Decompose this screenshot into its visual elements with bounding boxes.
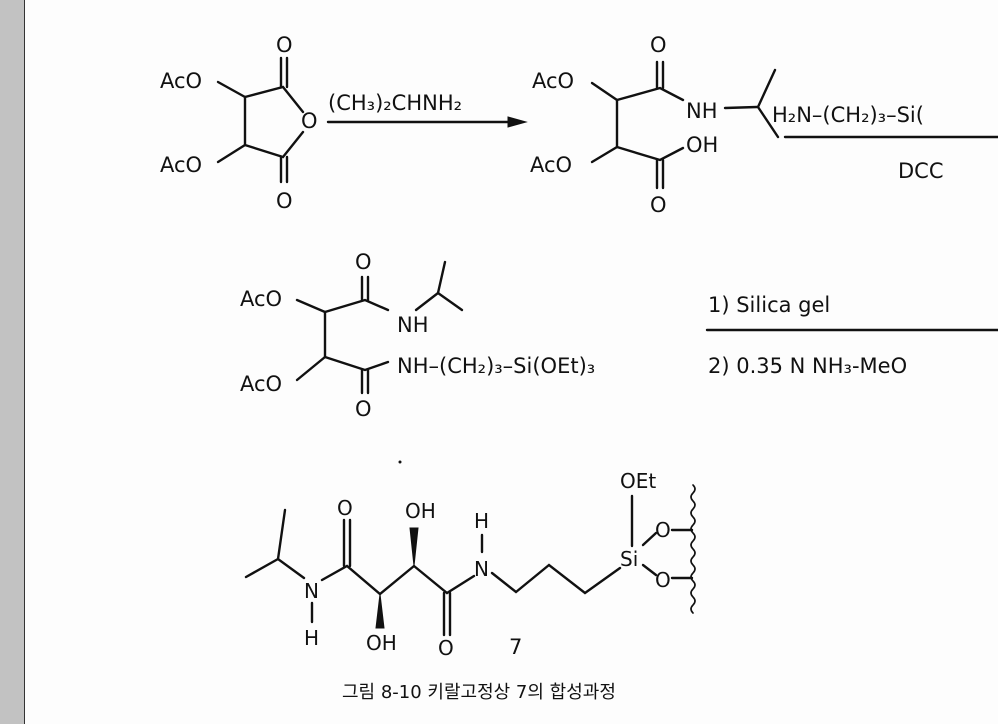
o-si-bottom: O (655, 568, 671, 592)
left-gray-margin (0, 0, 25, 724)
chiral-stationary-phase-structure: N H O OH OH O N H Si OEt O O 7 (244, 469, 696, 660)
oh-top: OH (405, 499, 436, 523)
aco-bottom-label: AcO (240, 372, 282, 396)
oet-label: OEt (620, 469, 656, 493)
monoamide-structure: AcO AcO O NH OH O (530, 33, 780, 217)
oh-bottom: OH (366, 631, 397, 655)
amide-nh-chain: NH–(CH₂)₃–Si(OEt)₃ (397, 354, 595, 378)
o-si-top: O (655, 518, 671, 542)
amide-nh: NH (397, 313, 429, 337)
wedge-bond-bottom (375, 593, 385, 629)
carbonyl-o-bottom: O (438, 636, 454, 660)
figure-caption: 그림 8-10 키랄고정상 7의 합성과정 (342, 682, 616, 703)
condition-ammonia-methanol: 2) 0.35 N NH₃-MeO (708, 354, 907, 378)
carbonyl-o-bottom: O (276, 189, 293, 213)
ring-o: O (301, 109, 318, 133)
aco-bottom-label: AcO (160, 153, 202, 177)
carbonyl-o-top: O (276, 33, 293, 57)
n-left: N (304, 579, 319, 603)
acid-oh: OH (686, 133, 718, 157)
aco-top-label: AcO (532, 69, 574, 93)
carbonyl-o-top: O (650, 33, 667, 57)
h-left: H (304, 626, 319, 650)
carbonyl-o-bottom: O (355, 397, 372, 421)
reagent-isopropylamine: (CH₃)₂CHNH₂ (328, 91, 462, 115)
coupling-reagent: DCC (898, 159, 944, 183)
speck (398, 460, 402, 464)
aco-top-label: AcO (160, 69, 202, 93)
carbonyl-o-bottom: O (650, 193, 667, 217)
wedge-bond-top (409, 527, 419, 567)
aco-bottom-label: AcO (530, 153, 572, 177)
amide-nh: NH (686, 99, 718, 123)
carbonyl-o-top: O (355, 250, 372, 274)
compound-number: 7 (509, 635, 522, 659)
reagent-aminopropylsilane: H₂N–(CH₂)₃–Si( (772, 103, 924, 127)
h-top: H (474, 509, 489, 533)
arrowhead-icon (507, 116, 528, 128)
diamide-structure: AcO AcO O NH NH–(CH₂)₃–Si(OEt)₃ O (240, 250, 595, 421)
condition-silica-gel: 1) Silica gel (708, 293, 830, 317)
carbonyl-o-left: O (337, 496, 353, 520)
n-right: N (474, 557, 489, 581)
silica-surface-wavy-line (690, 484, 696, 614)
silicon-label: Si (620, 547, 638, 571)
anhydride-structure: AcO AcO O O O (160, 33, 318, 213)
aco-top-label: AcO (240, 287, 282, 311)
